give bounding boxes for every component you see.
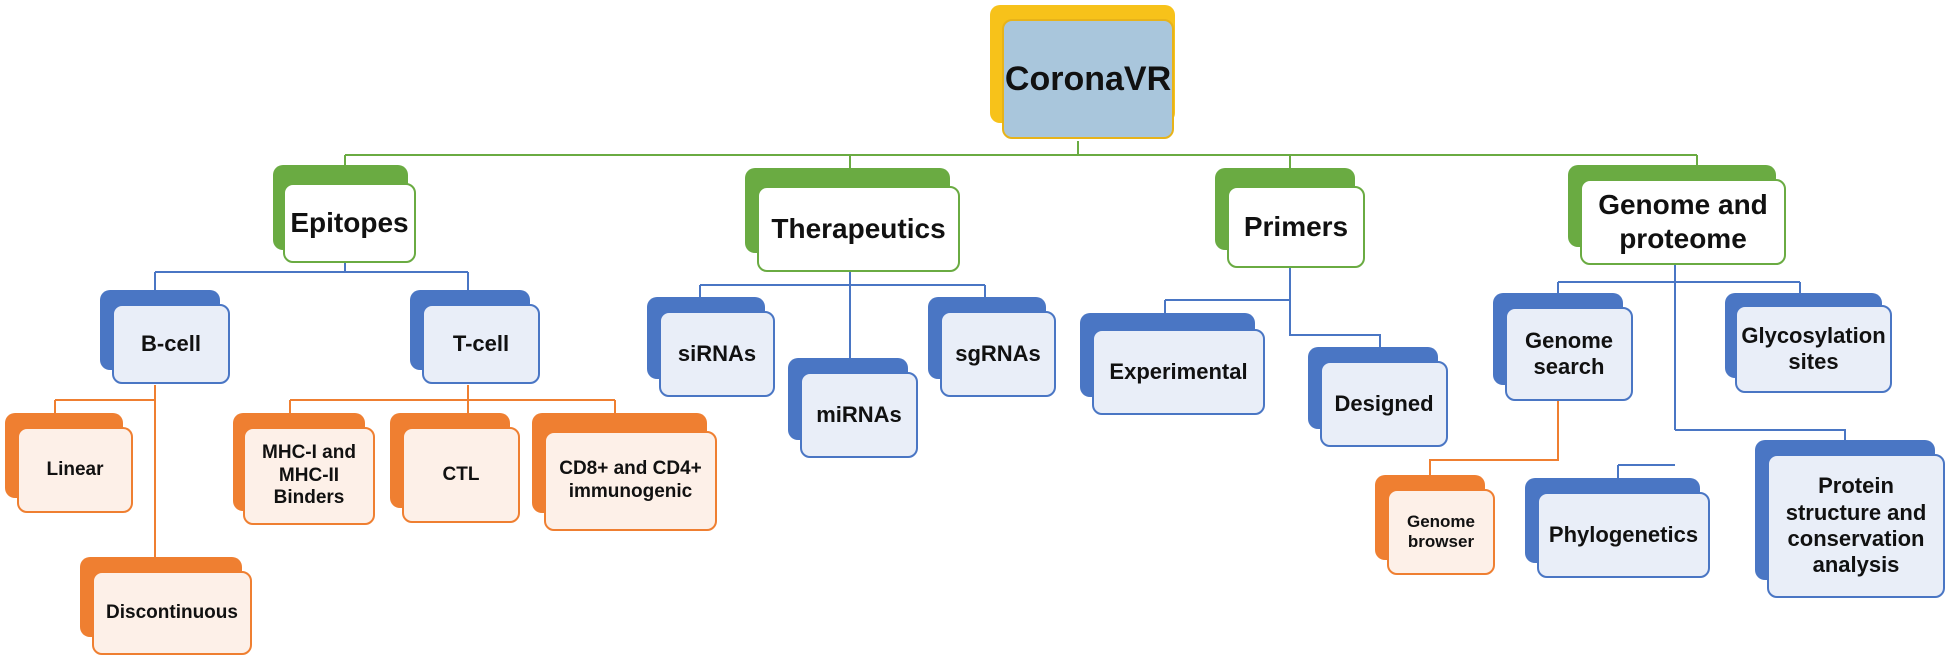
genome-search[interactable]: Genome search: [1493, 293, 1633, 401]
category-epitopes-label: Epitopes: [283, 183, 416, 263]
epitopes-bcell[interactable]: B-cell: [100, 290, 230, 385]
tcell-cd8-cd4[interactable]: CD8+ and CD4+ immunogenic: [532, 413, 717, 531]
primers-designed[interactable]: Designed: [1308, 347, 1448, 447]
connector-blue-4: [1557, 265, 1846, 483]
root-node-label: CoronaVR: [1002, 19, 1174, 139]
genome-glycosylation-label: Glycosylation sites: [1735, 305, 1892, 393]
category-primers[interactable]: Primers: [1215, 168, 1365, 268]
therapeutics-sgrnas[interactable]: sgRNAs: [928, 297, 1056, 397]
tcell-cd8-cd4-label: CD8+ and CD4+ immunogenic: [544, 431, 717, 531]
genome-browser[interactable]: Genome browser: [1375, 475, 1495, 575]
bcell-discontinuous[interactable]: Discontinuous: [80, 557, 252, 655]
category-therapeutics-label: Therapeutics: [757, 186, 960, 272]
connector-blue-2: [699, 272, 986, 363]
root-node[interactable]: CoronaVR: [990, 5, 1185, 140]
genome-search-label: Genome search: [1505, 307, 1633, 401]
therapeutics-mirnas-label: miRNAs: [800, 372, 918, 458]
genome-browser-label: Genome browser: [1387, 489, 1495, 575]
epitopes-bcell-label: B-cell: [112, 304, 230, 384]
therapeutics-mirnas[interactable]: miRNAs: [788, 358, 918, 458]
primers-experimental[interactable]: Experimental: [1080, 313, 1265, 415]
bcell-linear[interactable]: Linear: [5, 413, 133, 513]
genome-phylogenetics[interactable]: Phylogenetics: [1525, 478, 1710, 578]
category-epitopes[interactable]: Epitopes: [273, 165, 418, 263]
tcell-ctl[interactable]: CTL: [390, 413, 520, 523]
tcell-mhc-binders-label: MHC-I and MHC-II Binders: [243, 427, 375, 525]
category-genome-proteome-label: Genome and proteome: [1580, 179, 1786, 265]
therapeutics-sirnas-label: sgRNAs: [940, 311, 1056, 397]
genome-protein-structure-label: Protein structure and conservation analy…: [1767, 454, 1945, 598]
tcell-mhc-binders[interactable]: MHC-I and MHC-II Binders: [233, 413, 375, 525]
connector-blue-3: [1164, 268, 1381, 352]
genome-glycosylation[interactable]: Glycosylation sites: [1725, 293, 1892, 393]
therapeutics-sirnas[interactable]: siRNAs: [647, 297, 775, 397]
epitopes-tcell[interactable]: T-cell: [410, 290, 540, 385]
epitopes-tcell-label: T-cell: [422, 304, 540, 384]
category-therapeutics[interactable]: Therapeutics: [745, 168, 960, 272]
bcell-discontinuous-label: Discontinuous: [92, 571, 252, 655]
tcell-ctl-label: CTL: [402, 427, 520, 523]
category-primers-label: Primers: [1227, 186, 1365, 268]
bcell-linear-label: Linear: [17, 427, 133, 513]
category-genome-proteome[interactable]: Genome and proteome: [1568, 165, 1786, 265]
connector-blue-1: [154, 262, 469, 295]
genome-protein-structure[interactable]: Protein structure and conservation analy…: [1755, 440, 1945, 598]
connector-orange-6: [289, 385, 616, 418]
connector-orange-5: [54, 385, 156, 562]
primers-experimental-label: Experimental: [1092, 329, 1265, 415]
primers-designed-label: Designed: [1320, 361, 1448, 447]
connector-orange-7: [1429, 400, 1559, 480]
genome-phylogenetics-label: Phylogenetics: [1537, 492, 1710, 578]
therapeutics-sirnas-label: siRNAs: [659, 311, 775, 397]
connector-green-0: [344, 141, 1698, 173]
